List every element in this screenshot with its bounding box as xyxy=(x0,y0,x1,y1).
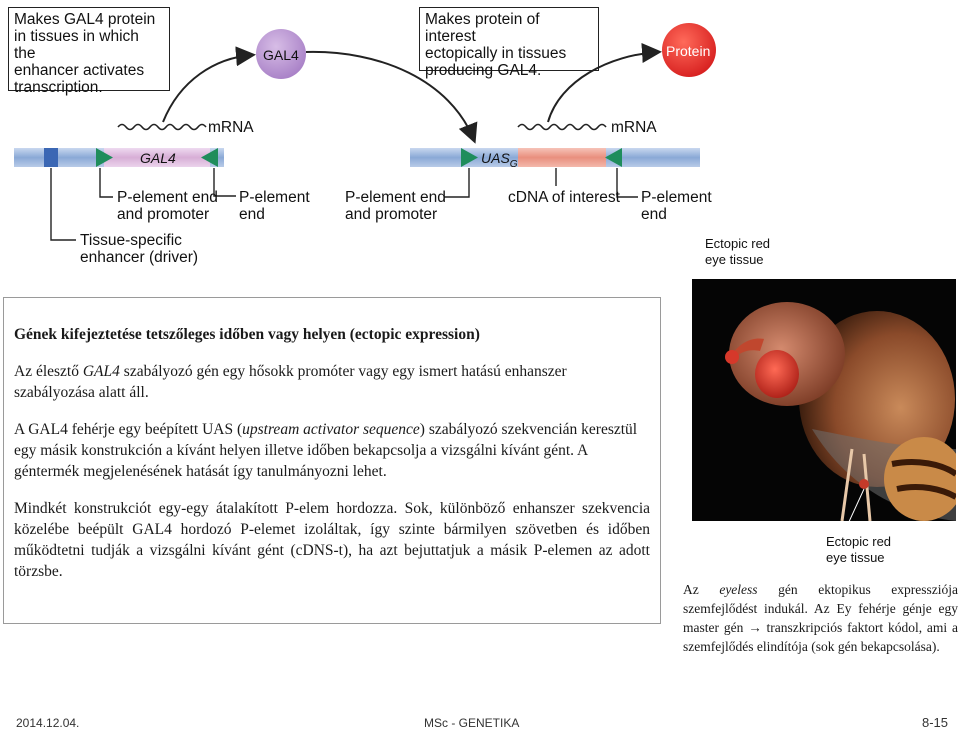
uas-subscript: G xyxy=(509,158,518,170)
mrna-label-left: mRNA xyxy=(208,119,254,136)
paragraph-1: Az élesztő GAL4 szabályozó gén egy hősok… xyxy=(14,361,650,403)
paragraph-2: A GAL4 fehérje egy beépített UAS (upstre… xyxy=(14,419,650,482)
label-line: P-element xyxy=(641,189,712,206)
leader-p-end-promoter-1 xyxy=(99,168,113,198)
label-line: Ectopic red xyxy=(826,534,892,549)
uas-text: UAS xyxy=(481,150,510,166)
p-element-end-right-arrow xyxy=(201,148,218,167)
gal4-circle-label: GAL4 xyxy=(263,47,299,63)
arrow-gal4-to-uas xyxy=(305,50,478,144)
mrna-squiggle-right xyxy=(517,123,607,131)
callout-ectopic-protein: Makes protein of interest ectopically in… xyxy=(419,7,599,79)
fly-photo xyxy=(692,279,956,521)
leader-p-end-2 xyxy=(616,168,638,198)
gal4-construct xyxy=(14,148,224,167)
callout-line: enhancer activates xyxy=(14,62,145,79)
fly-abdomen xyxy=(884,437,956,521)
gal4-protein-circle xyxy=(256,29,306,79)
text-run: transzkripciós faktort kódol, ami a szem… xyxy=(683,620,959,654)
text-run-italic: eyeless xyxy=(719,582,758,597)
fly-compound-eye xyxy=(755,350,799,398)
callout-line: transcription. xyxy=(14,79,103,96)
footer-date: 2014.12.04. xyxy=(16,716,80,730)
abdomen-stripe xyxy=(891,459,956,477)
leader-p-end-promoter-2 xyxy=(444,168,470,198)
arrow-mrna-to-protein xyxy=(547,43,662,123)
label-line: Ectopic red xyxy=(705,236,771,251)
protein-of-interest-circle xyxy=(662,23,716,77)
photo-label-top: Ectopic red eye tissue xyxy=(705,236,770,268)
label-line: and promoter xyxy=(345,206,438,223)
callout-line: producing GAL4. xyxy=(425,62,542,79)
text-run: Az xyxy=(683,582,720,597)
right-arrow-icon: → xyxy=(748,620,762,635)
label-cdna-of-interest: cDNA of interest xyxy=(508,189,620,206)
text-run-italic: GAL4 xyxy=(82,363,120,380)
diagram-graphics xyxy=(14,23,716,241)
mrna-squiggle-left xyxy=(117,123,207,131)
label-line: P-element end xyxy=(117,189,218,206)
enhancer-segment xyxy=(44,148,58,167)
uas-construct xyxy=(410,148,700,167)
label-line: end xyxy=(239,206,265,223)
ectopic-eye-tissue xyxy=(725,350,739,364)
footer-page-number: 8-15 xyxy=(922,715,949,730)
text-run: gén ektopikus expressziója szemfejlődést… xyxy=(683,582,958,635)
label-line: end xyxy=(641,206,667,223)
label-line: enhancer (driver) xyxy=(80,249,199,266)
paragraph-3: Mindkét konstrukciót egy-egy átalakított… xyxy=(14,500,650,580)
label-p-element-end-and-promoter-2: P-element end and promoter xyxy=(345,189,446,223)
label-line: eye tissue xyxy=(826,550,885,565)
p-element-end-right-arrow xyxy=(605,148,622,167)
ectopic-eye-antenna xyxy=(732,338,764,357)
gal4-gene-label: GAL4 xyxy=(140,150,176,166)
leader-p-end-1 xyxy=(213,168,236,197)
label-line: Tissue-specific xyxy=(80,232,182,249)
text-run: szabályozó gén egy hősokk promóter vagy … xyxy=(14,363,567,401)
label-p-element-end-and-promoter-1: P-element end and promoter xyxy=(117,189,218,223)
figure-caption: Az eyeless gén ektopikus expressziója sz… xyxy=(683,580,958,656)
p-element-end-left-arrow xyxy=(96,148,113,167)
protein-circle-label: Protein xyxy=(666,43,711,59)
text-run: Az élesztő xyxy=(14,363,83,380)
cdna-segment xyxy=(518,148,606,167)
fly-leg xyxy=(840,448,854,521)
ectopic-eye-tissue-leg xyxy=(859,479,869,489)
photo-label-bottom: Ectopic red eye tissue xyxy=(826,534,891,566)
mrna-label-right: mRNA xyxy=(611,119,657,136)
uas-gene-label: UASG xyxy=(481,150,518,173)
leader-tissue-specific xyxy=(50,168,76,241)
label-line: P-element end xyxy=(345,189,446,206)
callout-line: ectopically in tissues xyxy=(425,45,567,62)
label-line: P-element xyxy=(239,189,310,206)
callout-line: in tissues in which the xyxy=(14,28,139,62)
abdomen-stripe xyxy=(896,484,956,500)
photo-leader-bottom xyxy=(848,488,865,521)
callout-line: Makes protein of interest xyxy=(425,11,540,45)
label-line: eye tissue xyxy=(705,252,764,267)
callout-line: Makes GAL4 protein xyxy=(14,11,156,28)
section-heading: Gének kifejeztetése tetszőleges időben v… xyxy=(14,326,480,343)
callout-gal4-expression: Makes GAL4 protein in tissues in which t… xyxy=(8,7,170,96)
gal4-gene-segment xyxy=(104,148,210,167)
text-run-italic: upstream activator sequence xyxy=(242,421,420,438)
main-text-box: Gének kifejeztetése tetszőleges időben v… xyxy=(3,297,661,624)
text-run: A GAL4 fehérje egy beépített UAS ( xyxy=(14,421,243,438)
p-element-end-left-arrow xyxy=(461,148,478,167)
text-run: ) szabályozó szekvencián keresztül egy m… xyxy=(14,421,638,480)
label-line: and promoter xyxy=(117,206,210,223)
footer-course: MSc - GENETIKA xyxy=(424,716,520,730)
label-p-element-end-1: P-element end xyxy=(239,189,310,223)
arrow-mrna-to-gal4 xyxy=(162,46,256,123)
label-p-element-end-2: P-element end xyxy=(641,189,712,223)
label-tissue-specific-enhancer: Tissue-specific enhancer (driver) xyxy=(80,232,198,266)
